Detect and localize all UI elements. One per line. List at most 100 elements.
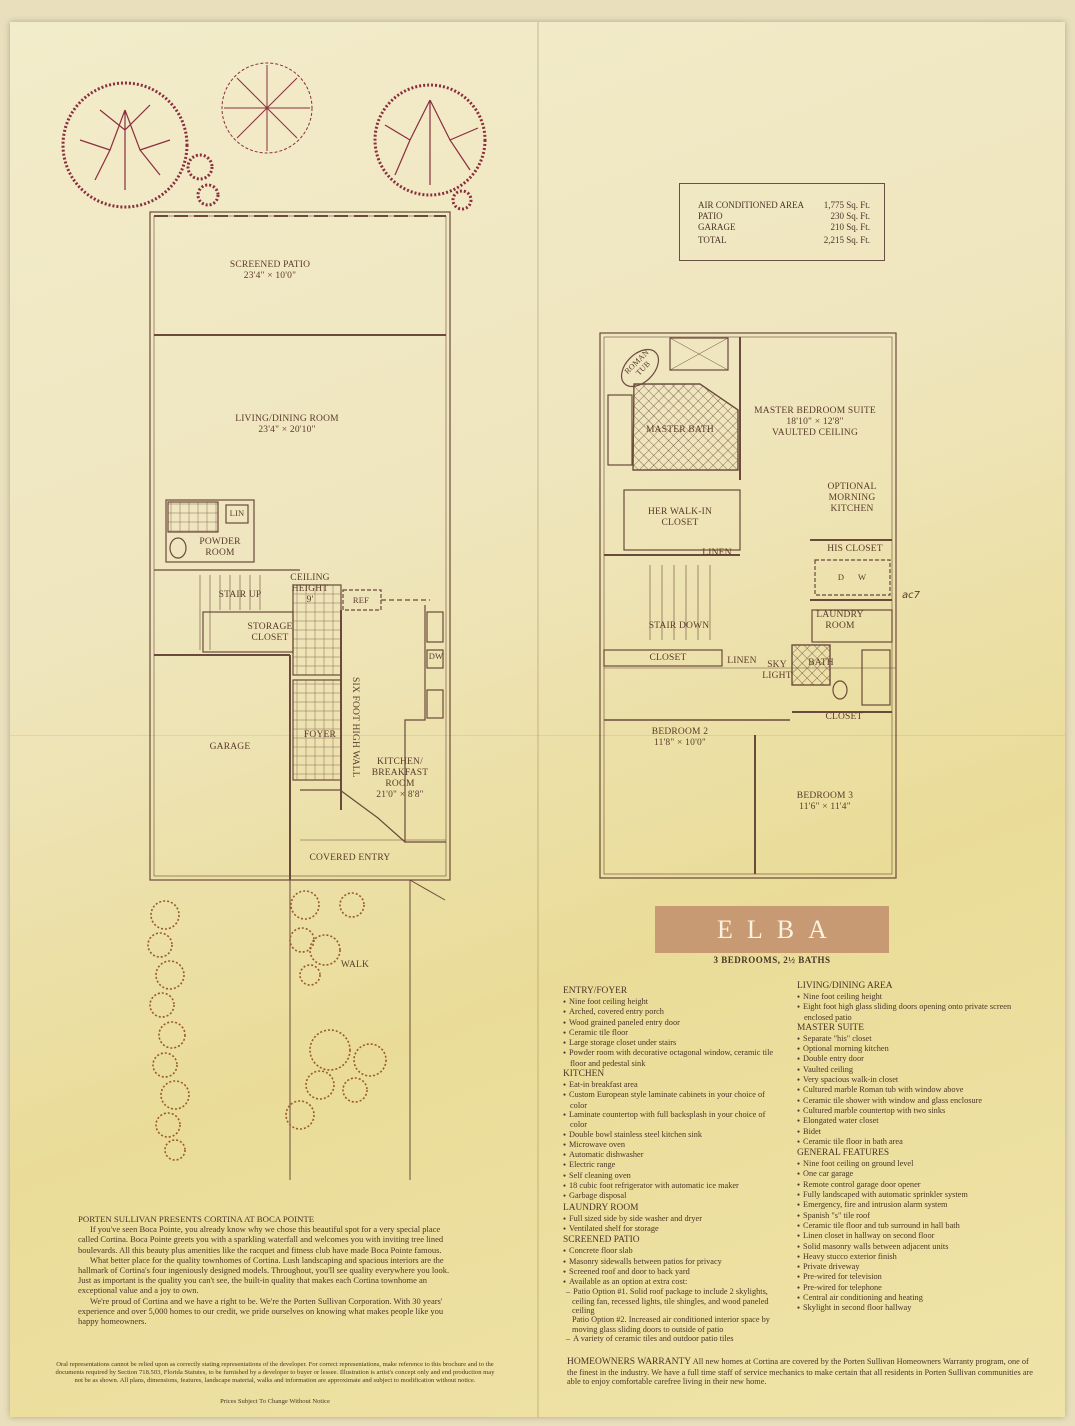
feature-item: Elongated water closet [797,1116,1019,1126]
feature-item: A variety of ceramic tiles and outdoor p… [563,1334,778,1343]
feature-item: Private driveway [797,1262,1019,1272]
intro-paragraph: What better place for the quality townho… [78,1254,450,1296]
tree-icon [61,81,220,209]
fold-line-vertical [537,22,539,1417]
optional-kitchen-label: OPTIONAL MORNING KITCHEN [827,482,877,514]
dw-label: D W [837,572,873,582]
bath-label: BATH [808,658,834,668]
feature-item: Cultured marble Roman tub with window ab… [797,1085,1019,1095]
feature-item: Custom European style laminate cabinets … [563,1090,778,1110]
ground-floor-plan [149,211,451,881]
feature-item: Automatic dishwasher [563,1150,778,1160]
feature-item: Vaulted ceiling [797,1065,1019,1075]
intro-paragraph: If you've seen Boca Pointe, you already … [78,1224,444,1255]
bedroom-3-label: BEDROOM 3 11'6" × 11'4" [796,791,854,812]
living-dining-label: LIVING/DINING ROOM 23'4" × 20'10" [235,414,339,435]
model-subtitle: 3 BEDROOMS, 2½ BATHS [713,955,831,965]
feature-item: Self cleaning oven [563,1171,778,1181]
features-right-column: LIVING/DINING AREANine foot ceiling heig… [797,980,1019,1314]
tree-icon [373,83,487,211]
feature-section-heading: SCREENED PATIO [563,1235,640,1246]
bedroom-2-label: BEDROOM 2 11'8" × 10'0" [651,727,709,748]
stair-down-label: STAIR DOWN [648,621,710,631]
feature-item: Separate "his" closet [797,1034,1019,1044]
linen-mid-label: LINEN [727,656,757,666]
powder-room-label: POWDER ROOM [199,537,241,558]
garage-label: GARAGE [209,742,251,752]
feature-item: Microwave oven [563,1140,778,1150]
feature-item: Pre-wired for telephone [797,1283,1019,1293]
lin-label: LIN [229,508,245,518]
feature-item: Ceramic tile floor in bath area [797,1137,1019,1147]
feature-item: Skylight in second floor hallway [797,1303,1019,1313]
feature-item: Ventilated shelf for storage [563,1224,778,1234]
feature-item: Ceramic tile floor [563,1028,778,1038]
intro-paragraph: We're proud of Cortina and we have a rig… [78,1295,444,1327]
walk-label: WALK [340,960,370,970]
feature-item: Available as an option at extra cost: [563,1277,778,1287]
feature-item: Nine foot ceiling height [797,992,1019,1002]
feature-item: Masonry sidewalls between patios for pri… [563,1257,778,1267]
his-closet-label: HIS CLOSET [827,544,883,554]
feature-item: Eight foot high glass sliding doors open… [797,1002,1019,1022]
feature-item: Garbage disposal [563,1191,778,1201]
six-foot-wall-label: SIX FOOT HIGH WALL [349,676,360,778]
feature-item: Screened roof and door to back yard [563,1267,778,1277]
handwritten-note: ac7 [902,590,920,601]
feature-item: Patio Option #1. Solid roof package to i… [563,1287,778,1315]
feature-section-heading: LAUNDRY ROOM [563,1202,639,1213]
feature-item: Double entry door [797,1054,1019,1064]
ref-label: REF [352,595,370,605]
feature-item: Full sized side by side washer and dryer [563,1214,778,1224]
storage-closet-label: STORAGE CLOSET [247,622,293,643]
feature-item: Emergency, fire and intrusion alarm syst… [797,1200,1019,1210]
homeowners-warranty: HOMEOWNERS WARRANTY All new homes at Cor… [567,1357,1034,1387]
feature-item: Arched, covered entry porch [563,1007,778,1017]
stair-up-label: STAIR UP [218,590,262,600]
linen-top-label: LINEN [702,548,732,558]
feature-item: Patio Option #2. Increased air condition… [572,1315,770,1334]
dw-label: DW [428,651,444,661]
screened-patio-label: SCREENED PATIO 23'4" × 10'0" [229,260,311,281]
master-suite-label: MASTER BEDROOM SUITE 18'10" × 12'8" VAUL… [754,406,876,438]
feature-item: Double bowl stainless steel kitchen sink [563,1130,778,1140]
feature-item: Solid masonry walls between adjacent uni… [797,1242,1019,1252]
feature-item: Ceramic tile shower with window and glas… [797,1096,1019,1106]
feature-item: Optional morning kitchen [797,1044,1019,1054]
feature-item: Laminate countertop with full backsplash… [563,1110,778,1130]
intro-title: PORTEN SULLIVAN PRESENTS CORTINA AT BOCA… [78,1214,315,1224]
shrub-icons [147,890,387,1161]
feature-item: Powder room with decorative octagonal wi… [563,1048,778,1068]
sky-light-label: SKY LIGHT [762,660,792,681]
feature-item: Concrete floor slab [563,1246,778,1256]
feature-section-heading: ENTRY/FOYER [563,986,628,996]
feature-item: Ceramic tile floor and tub surround in h… [797,1221,1019,1231]
fold-line-horizontal [10,735,1065,736]
intro-text: PORTEN SULLIVAN PRESENTS CORTINA AT BOCA… [78,1214,458,1326]
ceiling-height-label: CEILING HEIGHT 9' [290,573,330,605]
warranty-heading: HOMEOWNERS WARRANTY [567,1357,692,1367]
feature-item: Nine foot ceiling on ground level [797,1159,1019,1169]
tree-icon [221,62,313,154]
feature-item: Spanish "s" tile roof [797,1211,1019,1221]
feature-item: Large storage closet under stairs [563,1038,778,1048]
closet-left-label: CLOSET [649,653,687,663]
feature-item: Remote control garage door opener [797,1180,1019,1190]
feature-item: Linen closet in hallway on second floor [797,1231,1019,1241]
feature-item: Central air conditioning and heating [797,1293,1019,1303]
second-floor-plan [599,332,897,879]
features-left-column: ENTRY/FOYERNine foot ceiling heightArche… [563,985,778,1343]
laundry-room-label: LAUNDRY ROOM [816,610,864,631]
feature-item: Fully landscaped with automatic sprinkle… [797,1190,1019,1200]
feature-item: Nine foot ceiling height [563,997,778,1007]
walk-path [289,879,446,1180]
prices-note: Prices Subject To Change Without Notice [220,1398,330,1405]
model-name: ELBA [717,914,841,944]
feature-section-heading: KITCHEN [563,1069,605,1080]
feature-section-heading: MASTER SUITE [797,1022,864,1033]
